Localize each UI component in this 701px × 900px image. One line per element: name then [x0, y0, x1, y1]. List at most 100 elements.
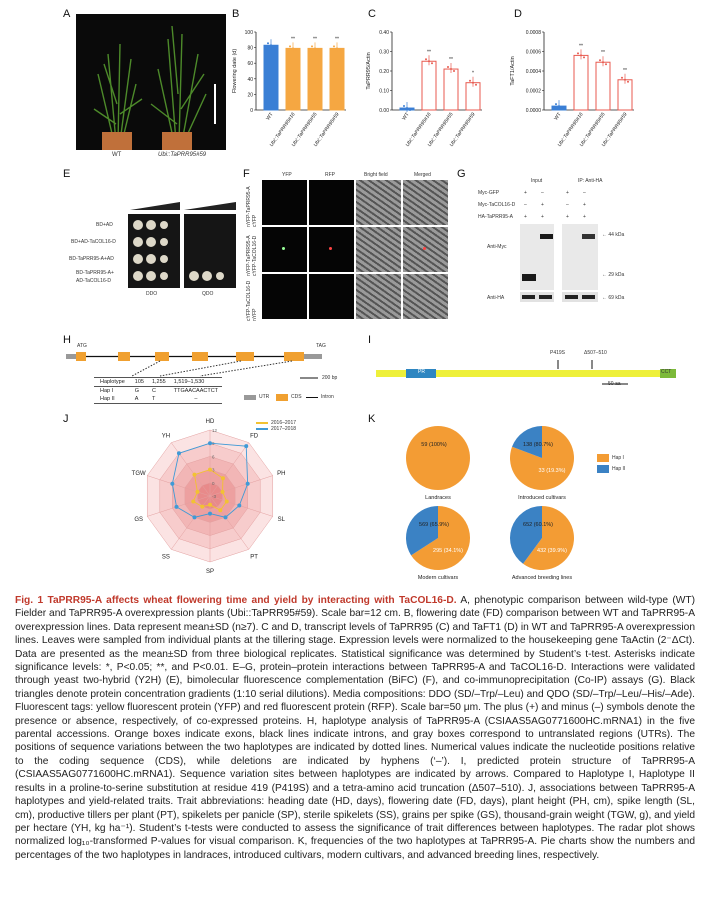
haplotype-table: Haplotype 105 1,255 1,519–1,530 Hap I G …: [94, 377, 223, 404]
coip-sign: –: [583, 190, 586, 196]
bifc-cell: [356, 274, 401, 319]
mutation-p419s: P419S: [550, 350, 566, 356]
group-input: Input: [531, 178, 543, 184]
significance-stars: **: [427, 49, 431, 55]
coip-sign: –: [541, 190, 544, 196]
bifc-col-bright: Bright field: [364, 172, 388, 178]
bifc-cell: [356, 180, 401, 225]
coip-sign: +: [524, 190, 527, 196]
blot-label-myc: Anti-Myc: [487, 244, 507, 250]
media-qdo: QDO: [202, 291, 214, 297]
bifc-col-rfp: RFP: [325, 172, 335, 178]
y2h-row-4b: AD-TaCOL16-D: [76, 278, 112, 284]
significance-stars: **: [579, 43, 583, 49]
y-tick-label: 0: [250, 108, 253, 114]
radar-point: [237, 503, 242, 508]
radar-point: [224, 499, 229, 504]
pie-label-hap2: 33 (19.3%): [539, 468, 566, 474]
bifc-cell: [403, 227, 448, 272]
data-point: [583, 56, 585, 59]
hap1-name: Hap I: [100, 388, 114, 394]
legend-hap1-swatch: [597, 454, 609, 462]
radar-point: [220, 476, 225, 481]
y-axis-label: TaFT1/Actin: [510, 56, 516, 85]
y-axis-label: Flowering date (d): [232, 49, 238, 93]
data-point: [624, 78, 626, 81]
pie-label-hap2: 295 (34.1%): [433, 548, 463, 554]
coip-sign: +: [583, 202, 586, 208]
pie-title: Modern cultivars: [418, 575, 459, 581]
panel-label-b: B: [232, 8, 240, 20]
panel-label-a: A: [63, 8, 71, 20]
bar: [285, 47, 301, 111]
significance-stars: **: [449, 57, 453, 63]
data-point: [472, 81, 474, 84]
radar-point: [192, 472, 197, 477]
marker-69: ← 69 kDa: [602, 295, 625, 301]
data-point: [450, 68, 452, 71]
radar-axis-label: HD: [206, 419, 215, 425]
atg-label: ATG: [77, 343, 87, 349]
y2h-row-1: BD+AD: [96, 222, 113, 228]
panel-label-j: J: [63, 413, 69, 425]
data-point: [314, 47, 316, 50]
fluorescence-signal: [282, 247, 285, 250]
bar: [465, 82, 481, 111]
significance-stars: **: [335, 36, 339, 42]
radar-axis-label: YH: [162, 433, 170, 439]
y2h-row-3: BD-TaPRR95-A+AD: [69, 256, 114, 262]
plant-illustration: [93, 25, 216, 150]
pie-title: Landraces: [425, 495, 451, 501]
radar-axis-label: TGW: [132, 471, 146, 477]
data-point: [605, 63, 607, 66]
data-point: [555, 103, 557, 106]
radar-point: [200, 504, 205, 509]
hap-col-0: Haplotype: [100, 379, 125, 385]
radar-point: [192, 515, 197, 520]
data-point: [406, 107, 408, 110]
legend-cds-swatch: [276, 394, 288, 401]
y-tick-label: 0.00: [379, 108, 389, 114]
caption-body: A, phenotypic comparison between wild-ty…: [15, 595, 695, 861]
radar-axis-label: SP: [206, 569, 214, 575]
radar-point: [208, 511, 212, 516]
data-point: [561, 107, 563, 110]
hap2-1255: T: [151, 396, 156, 402]
figure-caption: Fig. 1 TaPRR95-A affects wheat flowering…: [15, 594, 695, 862]
legend-series-2: 2017–2018: [271, 426, 297, 432]
data-point: [469, 79, 471, 82]
yeast-spots: [133, 220, 224, 281]
bifc-cell: [403, 274, 448, 319]
radar-tick-label: 3: [212, 468, 215, 473]
pie-label-hap1: 59 (100%): [421, 442, 447, 448]
domain-cct: CCT: [661, 369, 672, 375]
hap1-1255: C: [151, 388, 156, 394]
y-tick-label: 0.0004: [526, 69, 542, 75]
significance-stars: **: [601, 50, 605, 56]
chart-d: 0.00000.00020.00040.00060.0008TaFT1/Acti…: [510, 30, 634, 148]
pie-label-hap1: 652 (60.1%): [523, 522, 553, 528]
bifc-cell: [309, 274, 354, 319]
radar-spoke: [209, 495, 249, 550]
tag-label: TAG: [316, 343, 326, 349]
y2h-row-4a: BD-TaPRR95-A+: [76, 270, 114, 276]
pie-slice-hap2: [510, 506, 542, 564]
radar-point: [220, 489, 225, 494]
gene-scale: 200 bp: [322, 375, 338, 381]
panel-label-f: F: [243, 168, 250, 180]
radar-legend: 2016–2017 2017–2018: [256, 420, 296, 432]
data-point: [558, 105, 560, 108]
pie-slice-hap1: [523, 506, 574, 570]
legend-utr-swatch: [244, 395, 256, 400]
row-myc-gfp: Myc-GFP: [478, 190, 500, 196]
blot-label-ha: Anti-HA: [487, 295, 505, 301]
radar-point: [245, 481, 250, 486]
coip-sign: +: [583, 214, 586, 220]
radar-tick-label: 0: [212, 481, 215, 486]
bifc-row-1: nYFP-TaPRR95-A cYFP: [246, 186, 258, 227]
media-ddo: DDO: [146, 291, 158, 297]
y-tick-label: 0.0006: [526, 50, 542, 56]
pie-slice-hap1: [406, 426, 470, 490]
